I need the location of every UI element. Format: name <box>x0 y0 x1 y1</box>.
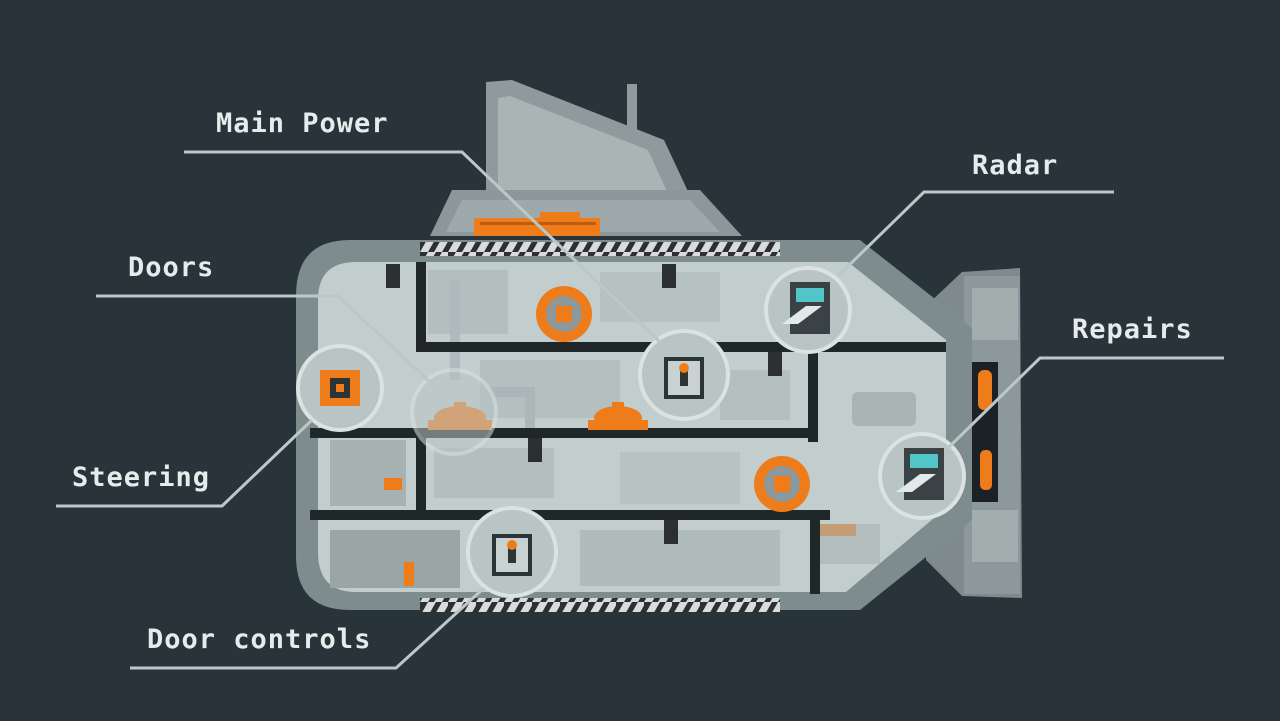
leader-line-door-controls <box>130 586 486 670</box>
doors-hatch[interactable] <box>410 368 498 456</box>
hazard-stripe-top <box>420 242 780 256</box>
label-steering: Steering <box>72 462 211 493</box>
leader-line-steering <box>56 418 314 508</box>
conning-tower <box>430 80 742 236</box>
leader-line-radar <box>836 190 1114 278</box>
label-main-power: Main Power <box>216 108 389 139</box>
interior-machinery <box>330 270 916 588</box>
label-radar: Radar <box>972 150 1059 181</box>
leader-line-main-power <box>184 150 662 344</box>
steering-console[interactable] <box>296 344 384 432</box>
leader-line-doors <box>96 294 434 386</box>
main-power-switch[interactable] <box>638 329 730 421</box>
label-repairs: Repairs <box>1072 314 1193 345</box>
door-valve-2[interactable] <box>588 402 648 430</box>
label-doors: Doors <box>128 252 215 283</box>
porthole-1 <box>536 286 592 342</box>
label-door-controls: Door controls <box>147 624 372 655</box>
radar-station[interactable] <box>764 266 852 354</box>
leader-line-repairs <box>946 356 1224 450</box>
porthole-2 <box>754 456 810 512</box>
hazard-stripe-bottom <box>420 598 780 612</box>
door-controls-switch[interactable] <box>466 506 558 598</box>
ceiling-lights <box>386 264 782 544</box>
repairs-station[interactable] <box>878 432 966 520</box>
